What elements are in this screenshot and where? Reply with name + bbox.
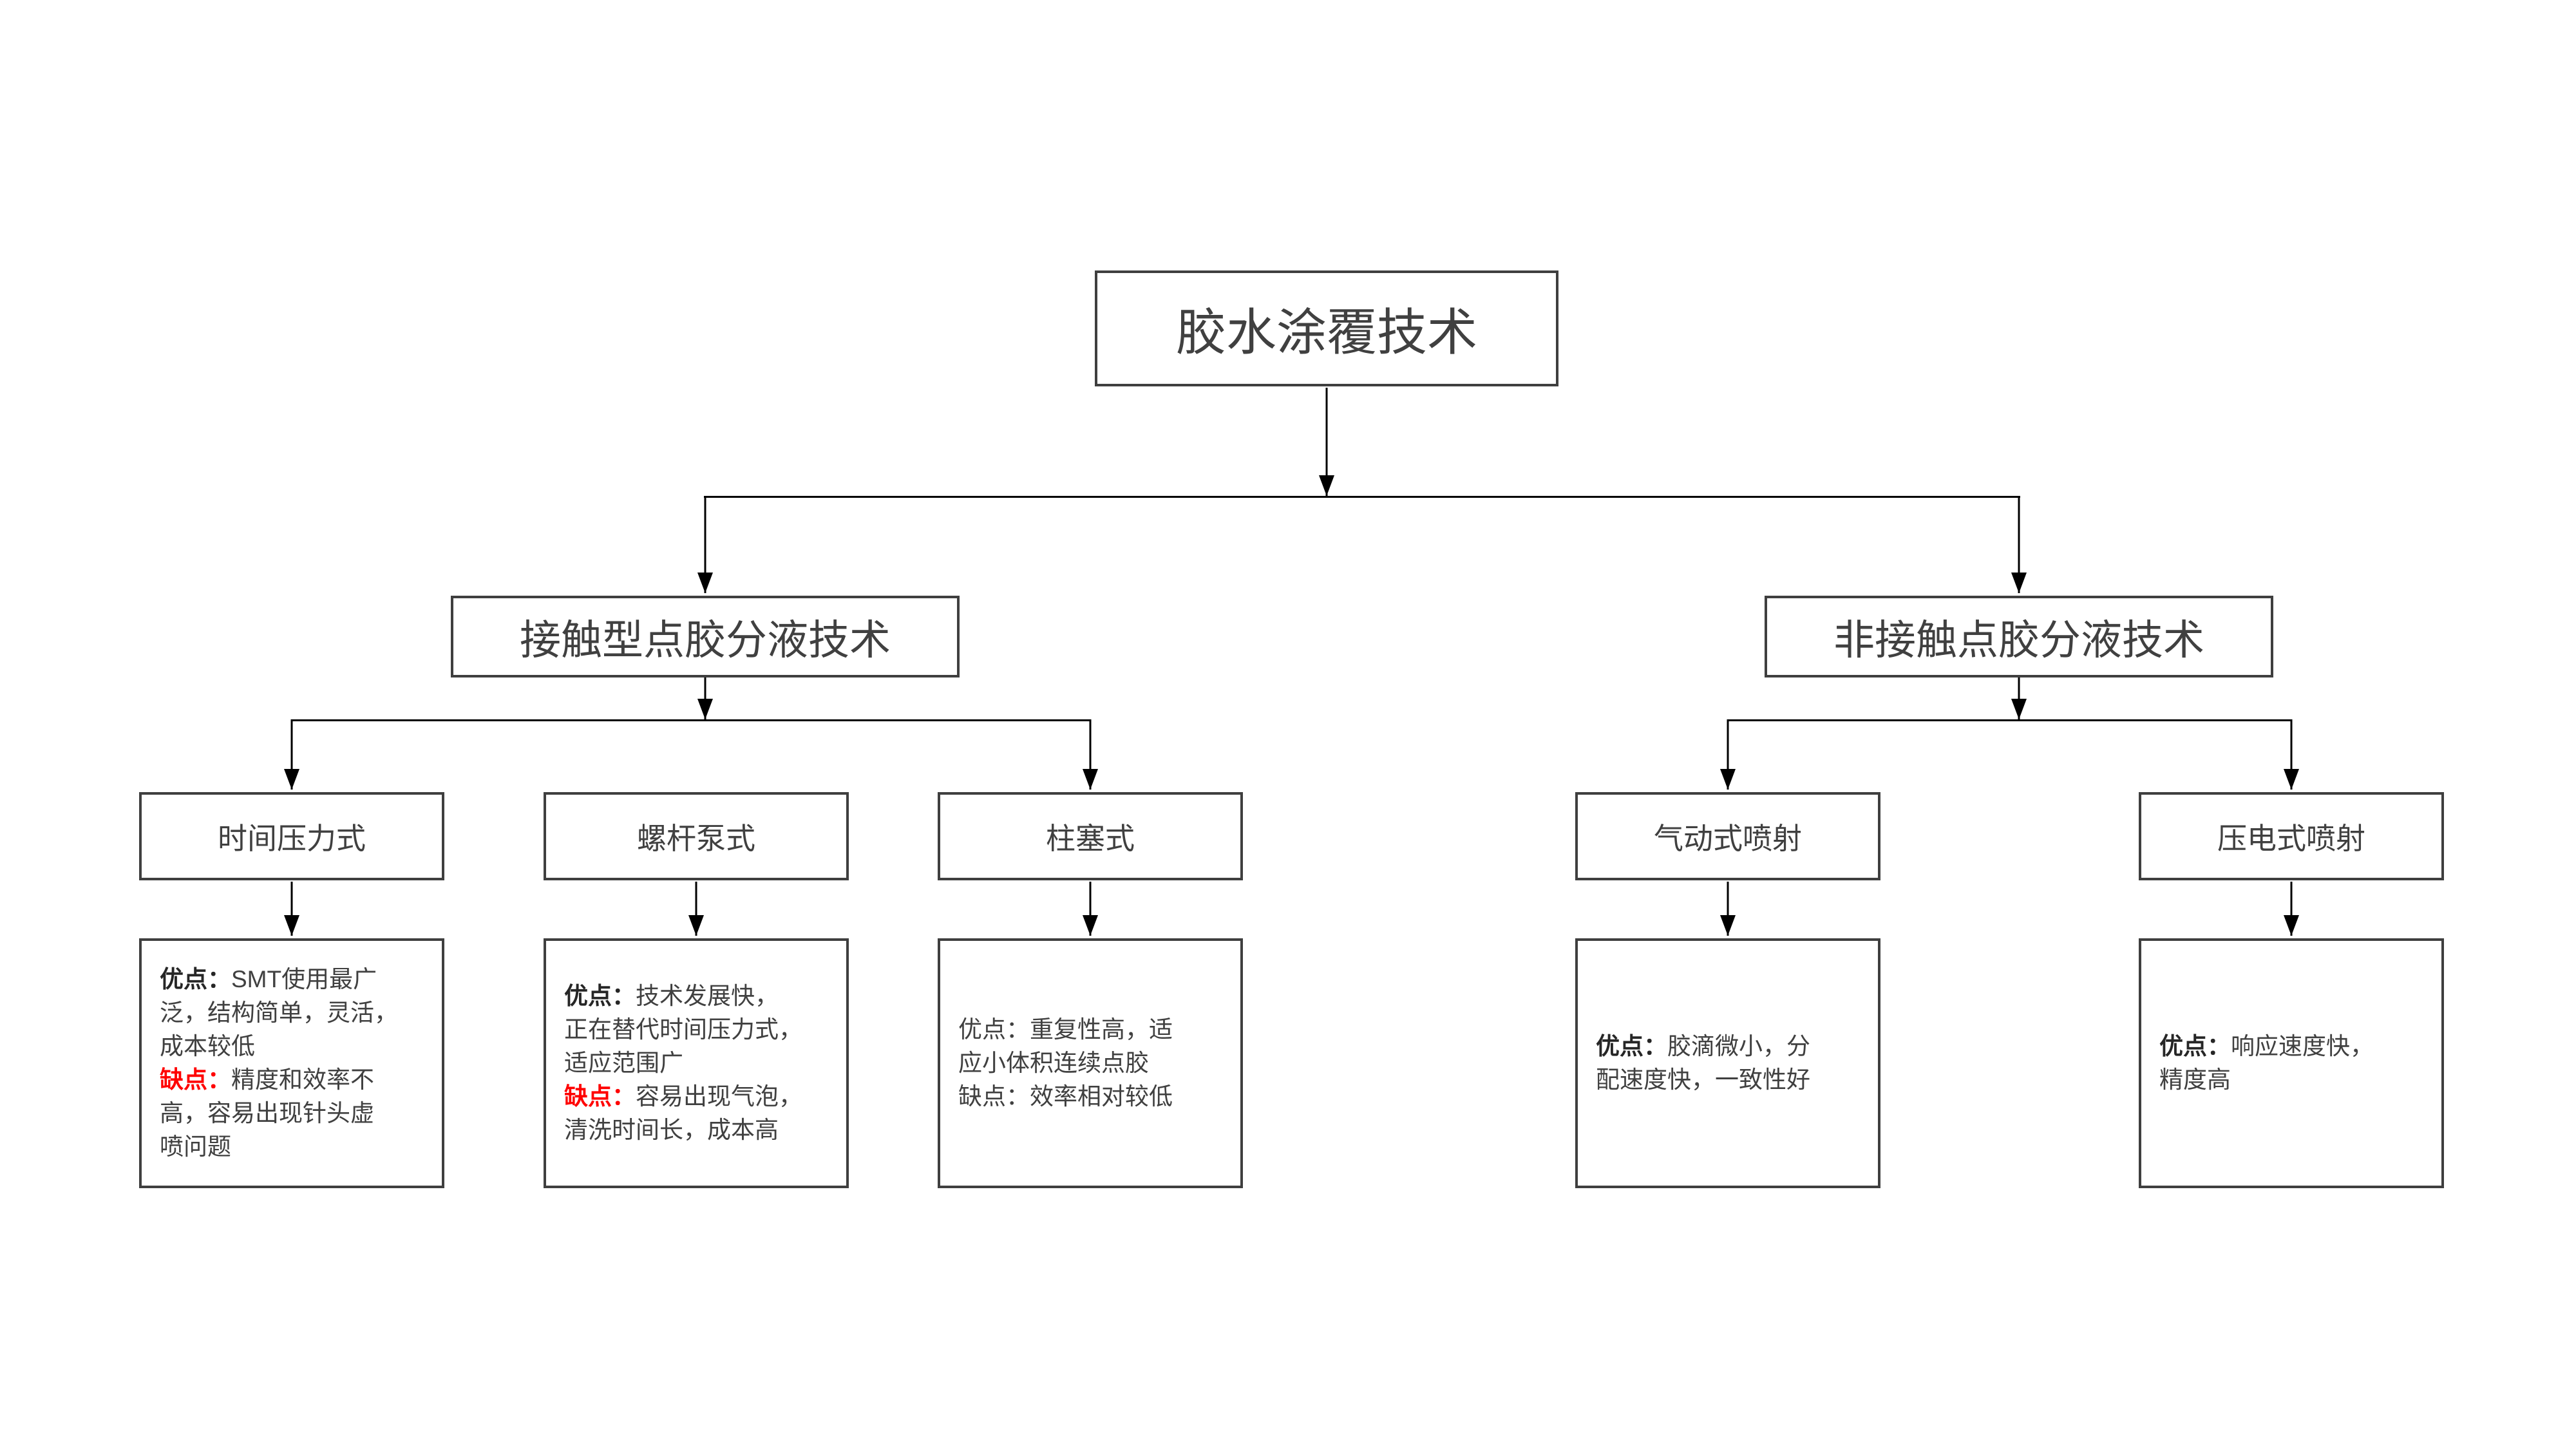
detail-pneumatic-jet: 优点：胶滴微小，分 配速度快，一致性好 <box>1575 938 1880 1188</box>
detail-text: 优点：重复性高，适 应小体积连续点胶 缺点：效率相对较低 <box>958 1013 1222 1113</box>
node-label: 胶水涂覆技术 <box>1175 304 1477 361</box>
node-glue-coating-technology: 胶水涂覆技术 <box>1095 270 1558 386</box>
node-time-pressure: 时间压力式 <box>139 792 444 880</box>
detail-text-segment: 优点： <box>958 1016 1030 1043</box>
detail-text-segment: 缺点： <box>958 1083 1030 1110</box>
disadvantage-label: 缺点： <box>160 1066 231 1093</box>
detail-time-pressure: 优点：SMT使用最广 泛，结构简单，灵活， 成本较低 缺点：精度和效率不 高，容… <box>139 938 444 1188</box>
connector-edges <box>284 388 2299 936</box>
node-label: 气动式喷射 <box>1654 821 1802 855</box>
node-label: 接触型点胶分液技术 <box>520 616 891 663</box>
detail-text: 优点：响应速度快， 精度高 <box>2159 1030 2423 1097</box>
detail-text-segment: 效率相对较低 <box>1030 1083 1173 1110</box>
detail-text-segment: SMT使用最广 泛，结构简单，灵活， 成本较低 <box>160 966 398 1059</box>
advantage-label: 优点： <box>160 966 231 992</box>
advantage-label: 优点： <box>1596 1033 1667 1059</box>
node-label: 压电式喷射 <box>2217 821 2365 855</box>
node-noncontact-dispensing: 非接触点胶分液技术 <box>1765 596 2273 677</box>
disadvantage-label: 缺点： <box>564 1083 636 1110</box>
detail-text: 优点：胶滴微小，分 配速度快，一致性好 <box>1596 1030 1860 1097</box>
detail-plunger: 优点：重复性高，适 应小体积连续点胶 缺点：效率相对较低 <box>938 938 1243 1188</box>
node-pneumatic-jet: 气动式喷射 <box>1575 792 1880 880</box>
node-label: 柱塞式 <box>1046 821 1135 855</box>
detail-text-segment: 技术发展快， 正在替代时间压力式， 适应范围广 <box>564 983 802 1076</box>
detail-text-segment: 重复性高，适 应小体积连续点胶 <box>958 1016 1173 1076</box>
node-piezo-jet: 压电式喷射 <box>2139 792 2444 880</box>
detail-text-segment: 胶滴微小，分 配速度快，一致性好 <box>1596 1033 1810 1093</box>
node-plunger: 柱塞式 <box>938 792 1243 880</box>
node-label: 时间压力式 <box>218 821 366 855</box>
detail-text: 优点：技术发展快， 正在替代时间压力式， 适应范围广 缺点：容易出现气泡， 清洗… <box>564 980 828 1147</box>
detail-text-segment: 精度和效率不 高，容易出现针头虚 喷问题 <box>160 1066 374 1160</box>
detail-screw-pump: 优点：技术发展快， 正在替代时间压力式， 适应范围广 缺点：容易出现气泡， 清洗… <box>544 938 849 1188</box>
node-label: 非接触点胶分液技术 <box>1833 616 2204 663</box>
node-label: 螺杆泵式 <box>637 821 755 855</box>
node-contact-dispensing: 接触型点胶分液技术 <box>451 596 960 677</box>
detail-text: 优点：SMT使用最广 泛，结构简单，灵活， 成本较低 缺点：精度和效率不 高，容… <box>160 963 424 1164</box>
detail-text-segment: 容易出现气泡， 清洗时间长，成本高 <box>564 1083 802 1143</box>
detail-text-segment: 响应速度快， 精度高 <box>2159 1033 2374 1093</box>
advantage-label: 优点： <box>2159 1033 2231 1059</box>
advantage-label: 优点： <box>564 983 636 1009</box>
detail-piezo-jet: 优点：响应速度快， 精度高 <box>2139 938 2444 1188</box>
node-screw-pump: 螺杆泵式 <box>544 792 849 880</box>
